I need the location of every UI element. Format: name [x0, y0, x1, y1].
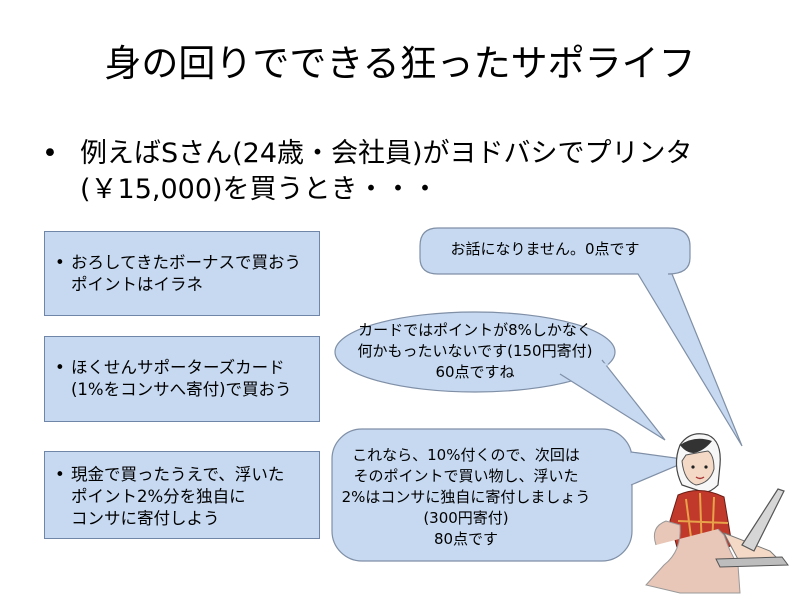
woman-with-laptop-illustration	[645, 433, 789, 594]
response-2-line-2: 何かもったいないです(150円寄付)	[357, 342, 593, 360]
intro-line-2: (￥15,000)を買うとき・・・	[80, 174, 439, 205]
option-box-1: • おろしてきたボーナスで買おう ポイントはイラネ	[44, 231, 320, 316]
speech-bubble-3-body	[331, 428, 633, 562]
response-2-line-1: カードではポイントが8%しかなく	[358, 321, 592, 339]
response-3-line-4: (300円寄付)	[423, 509, 509, 527]
option-box-2: • ほくせんサポーターズカード (1%をコンサへ寄付)で買おう	[44, 336, 320, 422]
response-3-line-2: そのポイントで買い物し、浮いた	[353, 467, 579, 485]
response-1-line-1: お話になりません。0点です	[450, 240, 640, 258]
option-3-line-1: 現金で買ったうえで、浮いた	[71, 465, 285, 484]
option-2-line-2: (1%をコンサへ寄付)で買おう	[71, 380, 292, 399]
speech-bubble-2-tail-cover	[566, 362, 610, 372]
speech-bubble-2-tail	[559, 359, 666, 441]
option-3-line-3: コンサに寄付しよう	[71, 509, 220, 528]
response-1: お話になりません。0点です	[422, 239, 668, 260]
option-3-line-2: ポイント2%分を独自に	[71, 487, 246, 506]
option-2-line-1: ほくせんサポーターズカード	[71, 358, 285, 377]
intro-line-1: 例えばSさん(24歳・会社員)がヨドバシでプリンタ	[80, 138, 693, 169]
intro-bullet: • 例えばSさん(24歳・会社員)がヨドバシでプリンタ (￥15,000)を買う…	[42, 136, 782, 208]
response-2: カードではポイントが8%しかなく 何かもったいないです(150円寄付) 60点で…	[330, 320, 620, 383]
response-3-line-1: これなら、10%付くので、次回は	[352, 446, 580, 464]
response-3-line-5: 80点です	[433, 530, 499, 548]
option-1-line-1: おろしてきたボーナスで買おう	[71, 253, 302, 272]
bullet-symbol: •	[55, 253, 65, 272]
response-2-line-3: 60点ですね	[435, 363, 515, 381]
response-3-line-3: 2%はコンサに独自に寄付しましょう	[341, 488, 591, 506]
option-1-line-2: ポイントはイラネ	[71, 275, 203, 294]
bullet-symbol: •	[42, 138, 58, 169]
bullet-symbol: •	[55, 358, 65, 377]
speech-bubble-2-body	[334, 311, 616, 393]
bullet-symbol: •	[55, 465, 65, 484]
speech-bubble-3-tail-cover	[628, 454, 633, 483]
response-3: これなら、10%付くので、次回は そのポイントで買い物し、浮いた 2%はコンサに…	[330, 445, 602, 550]
slide-title: 身の回りでできる狂ったサポライフ	[104, 42, 696, 85]
speech-bubble-1	[419, 227, 743, 447]
option-box-3: • 現金で買ったうえで、浮いた ポイント2%分を独自に コンサに寄付しよう	[44, 451, 320, 539]
